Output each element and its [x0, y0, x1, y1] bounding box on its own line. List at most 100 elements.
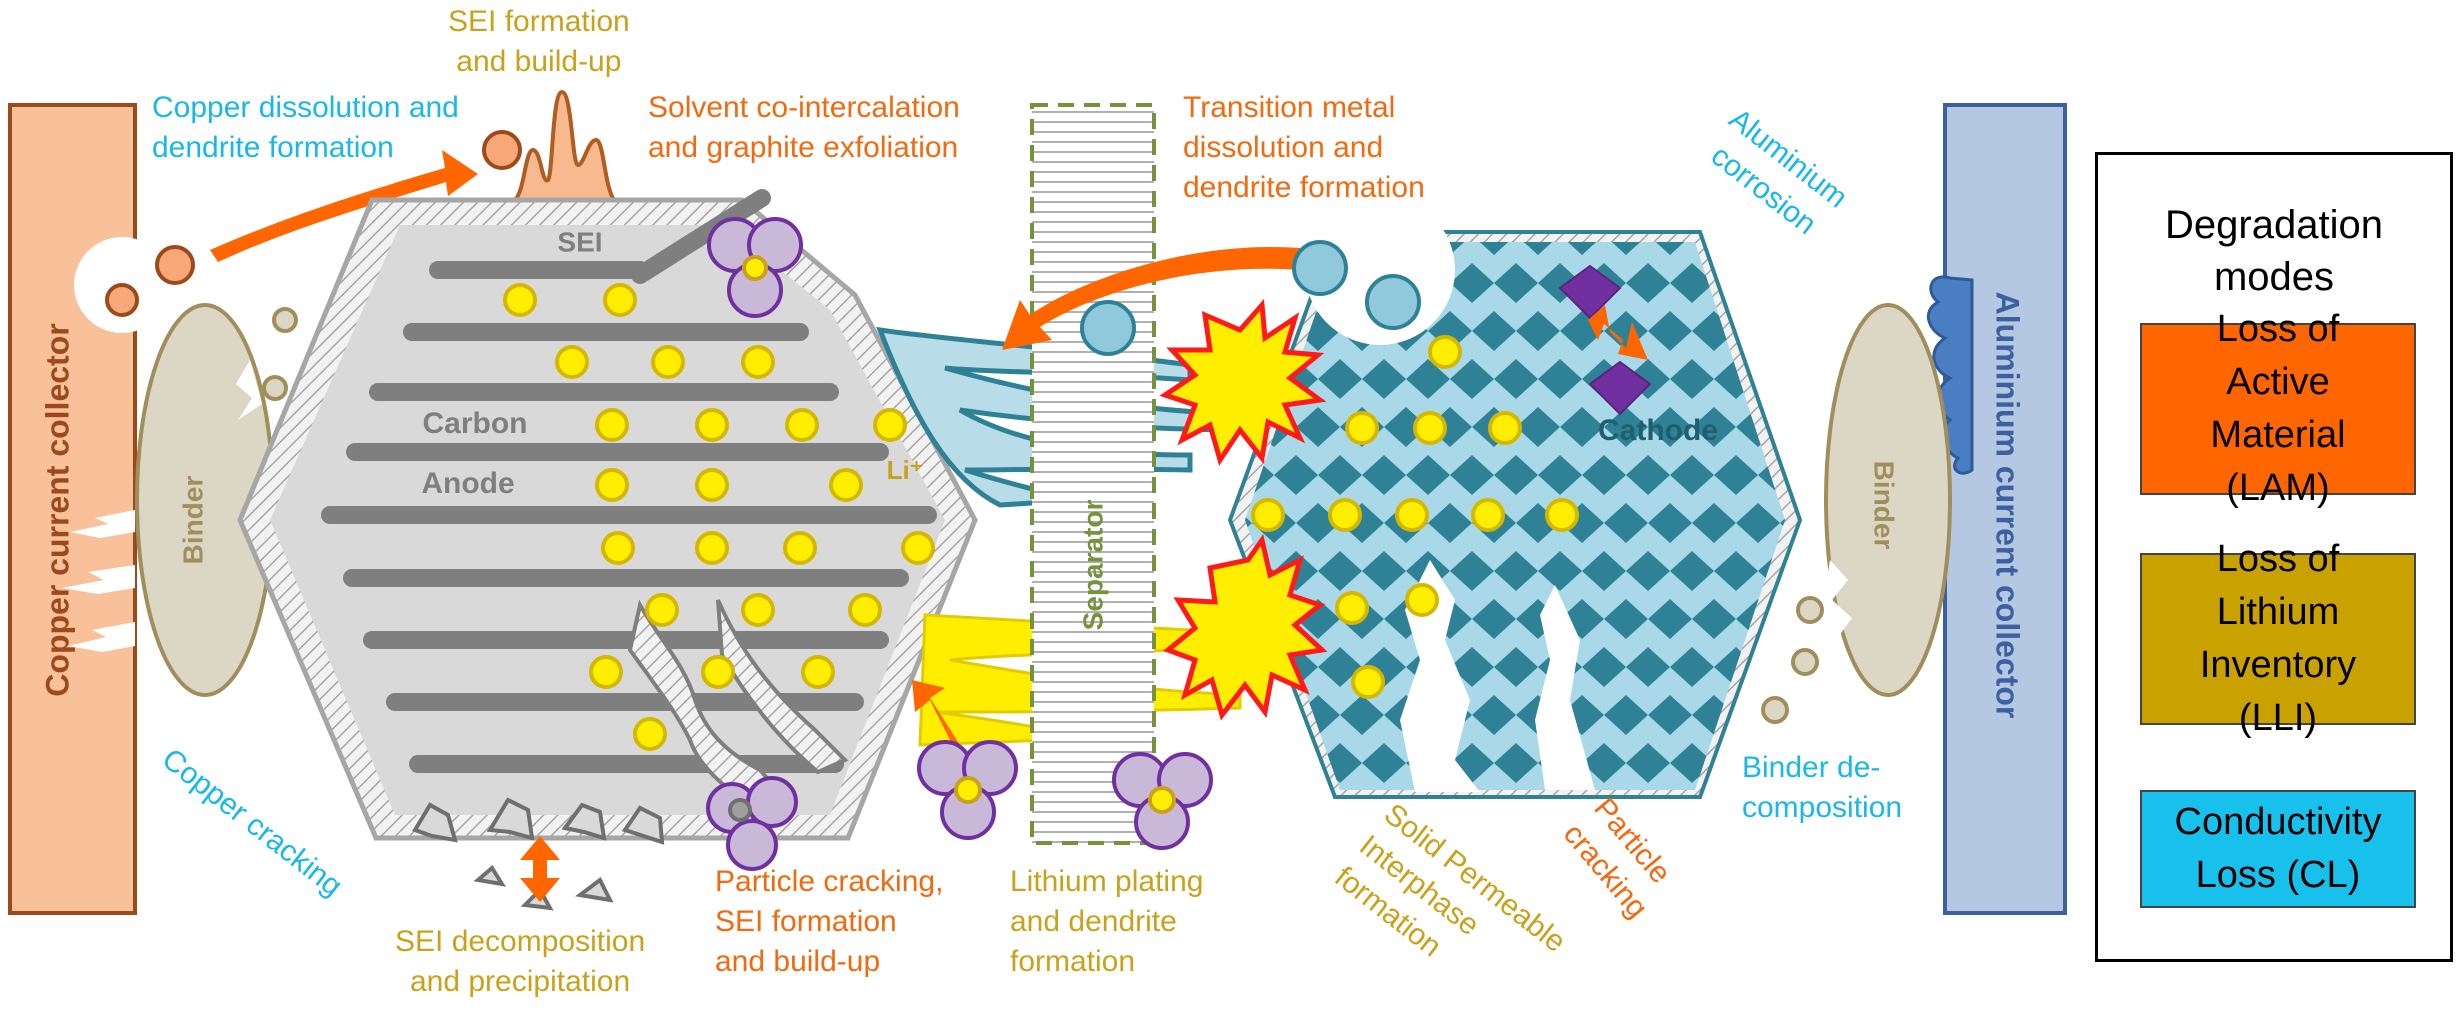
cathode-diamond	[1714, 551, 1758, 591]
li-cluster-bottom-left	[706, 776, 798, 871]
copper-migration-arrow	[210, 150, 478, 262]
cathode-diamond	[1296, 407, 1340, 447]
lithium-ion	[901, 531, 935, 565]
binder-right	[1824, 303, 1952, 697]
cathode-diamond	[1516, 242, 1560, 255]
lithium-ion	[1413, 411, 1447, 445]
lithium-ion	[695, 408, 729, 442]
cathode-diamond	[1560, 242, 1604, 255]
legend-item-lam: Loss of Active Material (LAM)	[2140, 308, 2416, 509]
tm-migration-marker	[1558, 264, 1652, 416]
cathode-diamond	[1516, 311, 1560, 351]
li-cluster-top	[707, 217, 803, 318]
anode-edge-crack	[716, 599, 849, 775]
spi-starburst-top	[1159, 298, 1327, 466]
lithium-ion	[785, 408, 819, 442]
cathode-diamond	[1626, 647, 1670, 687]
cathode-diamond	[1472, 311, 1516, 351]
sei-label: SEI	[557, 226, 602, 257]
annotation-transition-metal: Transition metal dissolution and dendrit…	[1183, 91, 1425, 204]
cathode-diamond	[1758, 263, 1785, 303]
cathode-diamond	[1692, 407, 1736, 447]
copper-particles	[105, 130, 522, 317]
cathode-diamond	[1604, 599, 1648, 639]
cathode-crack-2	[1535, 585, 1595, 790]
cathode-diamond	[1582, 455, 1626, 495]
lithium-ion	[595, 408, 629, 442]
cathode-diamond	[1758, 359, 1785, 399]
cathode-diamond	[1494, 551, 1538, 591]
lithium-ion	[801, 655, 835, 689]
annotation-solvent-cointercalation: Solvent co-intercalation and graphite ex…	[648, 91, 960, 164]
cathode-diamond	[1692, 599, 1736, 639]
cathode-diamond	[1406, 455, 1450, 495]
lithium-ion	[555, 345, 589, 379]
aluminium-corrosion-blob	[1926, 275, 1974, 475]
cathode-diamond	[1670, 455, 1714, 495]
cathode-diamond	[1494, 359, 1538, 399]
cathode-diamond	[1450, 263, 1494, 303]
cathode-diamond	[1604, 242, 1648, 255]
cathode-diamond	[1538, 359, 1582, 399]
sei-buildup-peak	[510, 89, 618, 202]
cathode-diamond	[1362, 743, 1406, 783]
cathode-label: Cathode	[1598, 414, 1718, 447]
cathode-diamond	[1274, 455, 1318, 495]
lithium-ion	[848, 593, 882, 627]
cathode-diamond	[1648, 407, 1692, 447]
cathode-diamond	[1560, 407, 1604, 447]
lithium-ion	[645, 593, 679, 627]
lithium-ion	[1345, 411, 1379, 445]
cathode-diamond	[1648, 599, 1692, 639]
cathode-diamond	[1780, 407, 1785, 447]
lithium-ion	[695, 468, 729, 502]
cathode-diamond	[1450, 359, 1494, 399]
cathode-diamond	[1406, 359, 1450, 399]
lithium-ion	[651, 345, 685, 379]
annotation-sei-decomposition: SEI decomposition and precipitation	[395, 925, 646, 998]
lithium-ion	[1251, 498, 1285, 532]
cathode-diamond	[1538, 551, 1582, 591]
lithium-ion	[701, 655, 735, 689]
cathode-diamond	[1648, 311, 1692, 351]
cathode-diamond	[1604, 695, 1648, 735]
cathode-diamond	[1648, 242, 1692, 255]
legend: Degradation modes Loss of Active Materia…	[2095, 152, 2453, 962]
lithium-ion	[741, 345, 775, 379]
cathode-diamond	[1472, 242, 1516, 255]
cathode-diamond	[1362, 455, 1406, 495]
binder-right-label: Binder	[1869, 461, 1900, 550]
cathode-diamond	[1494, 647, 1538, 687]
separator-label: Separator	[1077, 500, 1108, 631]
cathode-diamond	[1472, 599, 1516, 639]
cathode-diamond	[1604, 407, 1648, 447]
lithium-ion	[1488, 411, 1522, 445]
lithium-ion	[783, 531, 817, 565]
li-cluster-separator-left	[917, 740, 1018, 840]
cathode-diamond	[1670, 551, 1714, 591]
lithium-ion	[1351, 665, 1385, 699]
annotation-sei-formation: SEI formation and build-up	[448, 5, 630, 78]
tm-particles	[1080, 240, 1421, 356]
cathode-diamond	[1604, 503, 1648, 543]
copper-collector-label: Copper current collector	[39, 323, 75, 696]
lithium-ion	[1405, 583, 1439, 617]
lithium-plating-arrow	[912, 680, 960, 750]
cathode-diamond	[1450, 455, 1494, 495]
li-cluster-separator-right	[1112, 752, 1213, 850]
sei-fragments	[412, 797, 665, 911]
cathode-diamond	[1472, 695, 1516, 735]
cathode-diamond	[1318, 551, 1362, 591]
cathode-diamond	[1318, 647, 1362, 687]
cathode-diamond	[1648, 503, 1692, 543]
cathode-diamond	[1362, 359, 1406, 399]
cathode-diamond	[1450, 647, 1494, 687]
lithium-ion	[695, 531, 729, 565]
cathode-diamond	[1428, 503, 1472, 543]
lithium-ion	[601, 531, 635, 565]
anode-label-anode: Anode	[421, 467, 514, 500]
cathode-diamond	[1802, 263, 1846, 303]
cathode-diamond	[1648, 695, 1692, 735]
